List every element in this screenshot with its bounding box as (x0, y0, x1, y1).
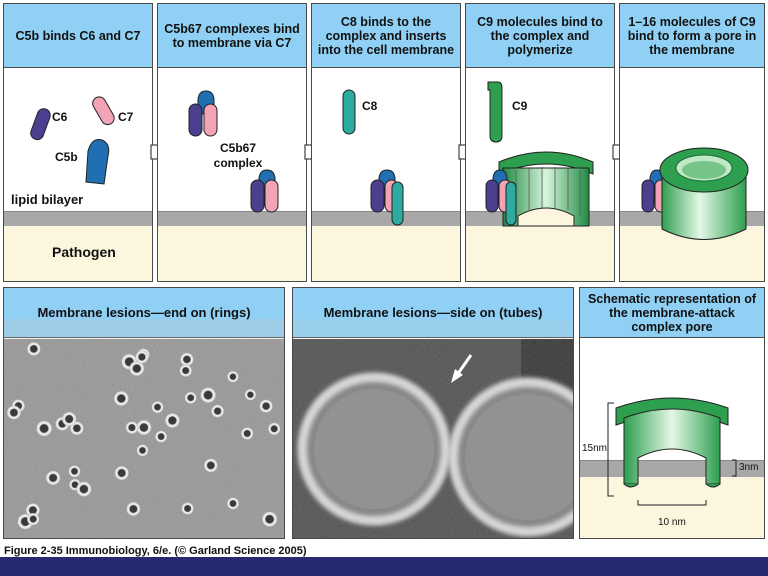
step-panel-2-title: C5b67 complexes bind to membrane via C7 (158, 4, 306, 68)
membrane-lesion-ring (35, 420, 53, 437)
em-tubes-micrograph (293, 339, 573, 538)
em-tubes-panel: Membrane lesions—side on (tubes) (292, 287, 574, 539)
step-panel-1-title: C5b binds C6 and C7 (4, 4, 152, 68)
membrane-lesion-ring (45, 470, 61, 486)
c8-label: C8 (362, 99, 378, 113)
schematic-pathogen (580, 477, 764, 538)
schematic-pore-drawing (607, 397, 737, 506)
em-rings-title: Membrane lesions—end on (rings) (4, 288, 284, 338)
membrane-lesion-ring (154, 430, 168, 443)
mac-pore (659, 147, 749, 240)
c8-molecule-free (342, 89, 356, 135)
membrane-lesion-ring (179, 352, 195, 367)
c5b678-complex (370, 169, 404, 226)
membrane-lesion-ring (68, 464, 81, 478)
membrane-lesion-ring (125, 420, 139, 435)
membrane-lesion-ring (181, 501, 195, 516)
step-panel-2: C5b67 complexes bind to membrane via C7 … (157, 3, 307, 282)
step-4-molecules (485, 81, 594, 227)
membrane-lesion-ring (135, 419, 152, 436)
membrane-lesion-ring (210, 404, 225, 418)
membrane-thickness-label: 3nm (739, 462, 759, 473)
membrane-lesion-ring (267, 422, 281, 436)
membrane-lesion-ring (125, 501, 141, 517)
membrane-lesion-ring (179, 364, 193, 378)
em-tubes-title: Membrane lesions—side on (tubes) (293, 288, 573, 338)
pore-height-label: 15nm (582, 443, 608, 454)
membrane-lesion-ring (184, 391, 198, 405)
membrane-lesion-ring (203, 458, 219, 473)
c9-molecule-free (487, 81, 503, 143)
c7-molecule (92, 96, 115, 126)
membrane-lesion-ring (244, 388, 257, 401)
membrane-lesion-ring (259, 399, 274, 414)
pathogen-region (158, 226, 306, 281)
schematic-pore-title: Schematic representation of the membrane… (580, 288, 764, 338)
c9-label: C9 (512, 99, 528, 113)
step-3-molecules (342, 89, 404, 226)
membrane-lesion-ring (113, 390, 130, 407)
step-panel-4: C9 molecules bind to the complex and pol… (465, 3, 615, 282)
c6-label: C6 (52, 110, 68, 124)
membrane-lesion-ring (151, 400, 164, 414)
step-panel-5-title: 1–16 molecules of C9 bind to form a pore… (620, 4, 764, 68)
c6-molecule (30, 108, 51, 141)
step-1-molecules (30, 96, 115, 185)
lipid-bilayer-label: lipid bilayer (11, 192, 84, 207)
em-rings-micrograph (4, 339, 284, 538)
pathogen-region (4, 226, 152, 281)
step-5-molecules (641, 147, 749, 240)
step-panel-5: 1–16 molecules of C9 bind to form a pore… (619, 3, 765, 282)
pathogen-region (312, 226, 460, 281)
step-panel-1: C5b binds C6 and C7 Pathogen lipid bilay… (3, 3, 153, 282)
membrane-lesion-ring (226, 370, 239, 383)
membrane-lesion-ring (261, 511, 278, 528)
c7-label: C7 (118, 110, 134, 124)
step-panel-4-title: C9 molecules bind to the complex and pol… (466, 4, 614, 68)
step-panel-3-title: C8 binds to the complex and inserts into… (312, 4, 460, 68)
membrane-lesion-ring (6, 405, 22, 421)
c5b-label: C5b (55, 150, 78, 164)
membrane-lesion-ring (136, 444, 149, 457)
step-panel-3: C8 binds to the complex and inserts into… (311, 3, 461, 282)
c5b-molecule (85, 139, 110, 185)
c5b678-complex (485, 169, 517, 226)
membrane-lesion-ring (75, 481, 92, 498)
schematic-pore-panel: Schematic representation of the membrane… (579, 287, 765, 539)
footer-bar (0, 557, 768, 576)
figure-caption: Figure 2-35 Immunobiology, 6/e. (© Garla… (4, 545, 307, 557)
membrane-lesion-ring (61, 411, 77, 427)
membrane-lesion-ring (226, 497, 240, 510)
membrane-lesion-ring (26, 512, 40, 526)
em-rings-panel: Membrane lesions—end on (rings) (3, 287, 285, 539)
membrane-lesion-ring (128, 360, 145, 377)
membrane-lesion-ring (26, 341, 42, 357)
pathogen-label: Pathogen (52, 244, 116, 260)
membrane-lesion-ring (135, 350, 149, 364)
membrane-lesion-ring (240, 426, 254, 441)
c5b67-complex-free (188, 90, 218, 137)
membrane-lesion-ring (199, 386, 217, 404)
pore-diameter-label: 10 nm (658, 517, 686, 528)
c5b67-complex-label: C5b67 complex (213, 141, 263, 170)
c5b67-complex-bound (250, 169, 279, 213)
arrow-pointer-icon (451, 354, 473, 383)
pathogen-region (466, 226, 614, 281)
membrane-lesion-ring (114, 465, 130, 481)
step-2-molecules (188, 90, 279, 213)
dimension-lines (607, 402, 737, 506)
membrane-lesion-ring (164, 412, 181, 429)
